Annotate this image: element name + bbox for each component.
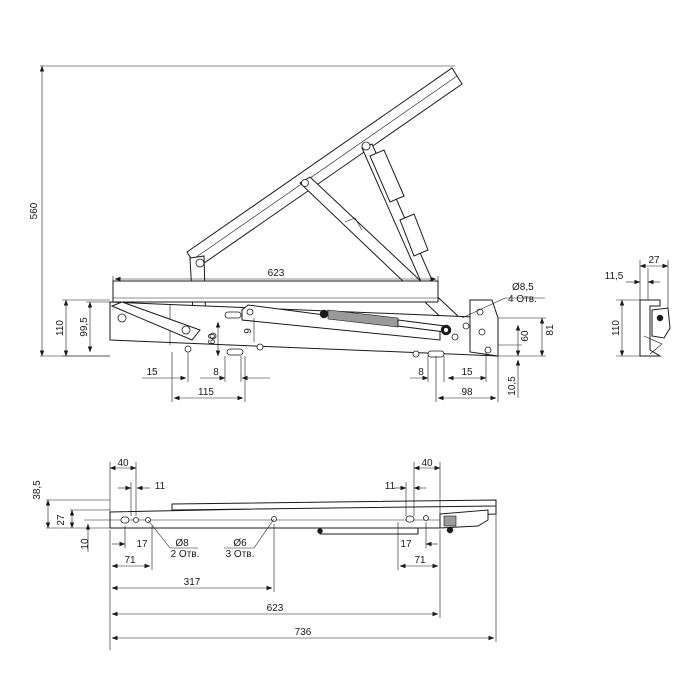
- dim-label-81: 81: [545, 324, 556, 336]
- dim-label-15-left: 15: [146, 367, 158, 378]
- gas-spring-body: [327, 309, 399, 328]
- dim-label-11-5: 11,5: [605, 271, 624, 282]
- linkage-arm: [299, 176, 461, 327]
- right-bracket: [469, 299, 499, 357]
- dim-label-hole6-count: 3 Отв.: [226, 549, 255, 560]
- plan-hole: [133, 517, 139, 523]
- pivot-pin: [301, 179, 309, 187]
- dim-label-17-right: 17: [400, 539, 412, 550]
- dim-label-11-right: 11: [385, 481, 396, 492]
- dim-label-9: 9: [243, 328, 254, 334]
- dim-label-10: 10: [80, 538, 91, 550]
- mounting-hole: [478, 328, 486, 336]
- dim-label-60-right: 60: [520, 330, 531, 342]
- pivot-pin: [246, 308, 254, 316]
- dim-label-15-right: 15: [461, 367, 473, 378]
- pivot-pin: [195, 258, 205, 268]
- mounting-hole: [451, 333, 459, 341]
- dim-label-110: 110: [55, 320, 66, 336]
- slot-hole: [226, 348, 244, 356]
- gas-spring-upper-body: [369, 149, 405, 203]
- middle-link-arm: [241, 304, 441, 341]
- leader-line: [147, 519, 171, 549]
- leader-line: [461, 297, 506, 319]
- plan-top-rail: [171, 499, 497, 511]
- dim-label-623-plan: 623: [267, 603, 284, 614]
- dim-label-38-5: 38,5: [32, 480, 43, 500]
- pivot-pin: [361, 141, 371, 151]
- slot-hole: [224, 311, 242, 319]
- dim-label-10-5: 10,5: [507, 376, 518, 396]
- elevation-view: 560 623: [29, 65, 556, 402]
- lid-rail-edge: [191, 75, 458, 261]
- dim-label-27-side: 27: [648, 255, 660, 266]
- side-section-view: 27 11,5 110: [605, 255, 671, 357]
- dim-label-27-plan: 27: [56, 514, 67, 526]
- dim-label-hole8-count: 2 Отв.: [171, 549, 200, 560]
- gas-spring-end-fitting: [319, 309, 329, 319]
- plan-pivot: [446, 526, 454, 534]
- dim-label-71-right: 71: [414, 555, 426, 566]
- dim-label-317: 317: [184, 577, 201, 588]
- plan-spring-end: [443, 515, 457, 527]
- bracket-section: [639, 299, 662, 357]
- linkage-bend: [344, 217, 363, 231]
- bracket-section-curve: [643, 335, 663, 355]
- dim-label-115: 115: [198, 387, 214, 398]
- dim-label-11-left: 11: [155, 481, 166, 492]
- mounting-hole: [256, 343, 264, 351]
- left-pivot-arm: [110, 301, 201, 341]
- dim-label-110-side: 110: [611, 320, 622, 336]
- dim-label-623: 623: [268, 268, 285, 279]
- mounting-hole: [412, 350, 420, 358]
- mounting-hole: [184, 345, 192, 353]
- dim-label-8-right: 8: [418, 367, 424, 378]
- plan-under-rod: [319, 527, 419, 535]
- pivot-pin: [443, 327, 449, 333]
- pivot-pin: [181, 325, 191, 335]
- frame-bar: [112, 280, 439, 303]
- dim-label-hole8-dia: Ø8: [175, 538, 189, 549]
- dim-label-hole6-dia: Ø6: [233, 538, 247, 549]
- leader-line: [253, 518, 275, 549]
- mounting-hole: [484, 346, 492, 354]
- bracket-rivet: [656, 314, 664, 322]
- plan-slot-hole: [120, 516, 130, 524]
- dim-label-60-left: 60: [207, 333, 218, 345]
- plan-view: 38,5 27 10 40 11 17 71 Ø8 2 Отв. Ø6 3 От…: [32, 458, 497, 650]
- dim-label-560: 560: [29, 202, 40, 219]
- pivot-pin: [117, 313, 127, 323]
- plan-rod-end: [317, 528, 323, 534]
- dim-label-99-5: 99,5: [79, 317, 90, 337]
- dim-label-40-right: 40: [421, 458, 433, 469]
- gas-spring-lower-body: [399, 213, 429, 257]
- dim-label-40-left: 40: [117, 458, 129, 469]
- dim-label-hole-dia: Ø8,5: [512, 282, 534, 293]
- mounting-hole: [462, 322, 470, 330]
- dim-label-71-left: 71: [124, 555, 136, 566]
- dim-label-hole-count: 4 Отв.: [508, 294, 537, 305]
- dim-label-17-left: 17: [136, 539, 148, 550]
- bracket-section-profile: [651, 307, 671, 339]
- dim-label-98: 98: [461, 387, 473, 398]
- plan-hole: [423, 515, 429, 521]
- dim-label-736: 736: [295, 627, 312, 638]
- plan-slot-hole: [405, 515, 415, 523]
- dim-label-8-left: 8: [213, 367, 219, 378]
